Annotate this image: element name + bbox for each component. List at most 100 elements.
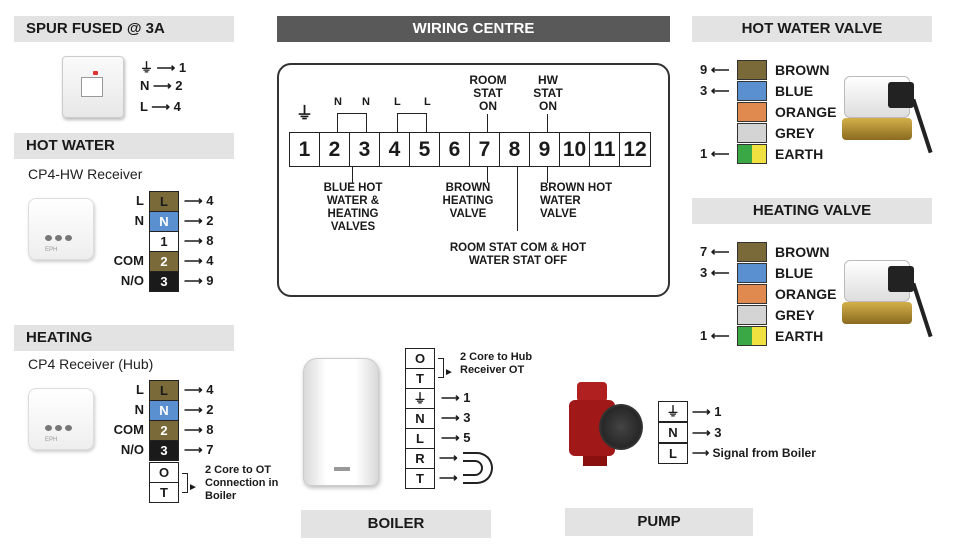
- boiler-box-r: R: [405, 448, 435, 469]
- hwv-swatch-earth: [737, 144, 767, 164]
- hwv-name-earth: EARTH: [775, 146, 824, 162]
- wc-terminal-6: 6: [440, 133, 470, 166]
- hw-box-l: L: [149, 191, 179, 212]
- spur-row-n: N ⟶ 2: [140, 78, 183, 93]
- hwv-swatch-brown: [737, 60, 767, 80]
- heating-box-l: L: [149, 380, 179, 401]
- pump-box-earth: ⏚: [658, 401, 688, 422]
- hot-water-header: HOT WATER: [14, 133, 234, 159]
- hwv-name-grey: GREY: [775, 125, 815, 141]
- wc-l-bridge: [397, 113, 427, 132]
- boiler-rt-loop-inner: [463, 460, 483, 476]
- htv-target-blue: 3 ⟵: [700, 265, 730, 280]
- wc-terminal-strip: 1 2 3 4 5 6 7 8 9 10 11 12: [289, 132, 651, 167]
- heating-box-t: T: [149, 482, 179, 503]
- wc-blue-label: BLUE HOT WATER & HEATING VALVES: [323, 182, 383, 233]
- wc-room-stat-label: ROOM STAT ON: [469, 73, 507, 113]
- wc-hw-stat-line: [547, 114, 548, 132]
- heating-ot-note: 2 Core to OT Connection in Boiler: [205, 464, 279, 502]
- htv-name-brown: BROWN: [775, 244, 830, 260]
- heating-target-3: ⟶ 7: [184, 442, 214, 457]
- htv-name-earth: EARTH: [775, 328, 824, 344]
- hw-box-1: 1: [149, 231, 179, 252]
- wc-terminal-8: 8: [500, 133, 530, 166]
- heating-target-n: ⟶ 2: [184, 402, 214, 417]
- hw-box-n: N: [149, 211, 179, 232]
- heating-valve-image: [838, 252, 938, 342]
- heating-target-2: ⟶ 8: [184, 422, 214, 437]
- boiler-box-t1: T: [405, 368, 435, 389]
- heating-ot-bracket: [182, 473, 188, 493]
- pump-target-earth: ⟶ 1: [692, 404, 722, 419]
- heating-box-3: 3: [149, 440, 179, 461]
- wc-terminal-2: 2: [320, 133, 350, 166]
- boiler-box-earth: ⏚: [405, 388, 435, 409]
- heating-box-2: 2: [149, 420, 179, 441]
- hw-label-com: COM: [113, 253, 144, 268]
- heating-label-n: N: [134, 402, 144, 417]
- wc-label-l1: L: [394, 96, 401, 108]
- hw-box-3: 3: [149, 271, 179, 292]
- wiring-centre-panel: [277, 63, 670, 297]
- boiler-ot-bracket: [438, 358, 444, 378]
- htv-target-brown: 7 ⟵: [700, 244, 730, 259]
- htv-target-earth: 1 ⟵: [700, 328, 730, 343]
- wc-label-n2: N: [362, 96, 370, 108]
- boiler-ot-arrow: ►: [444, 367, 454, 378]
- pump-target-n: ⟶ 3: [692, 425, 722, 440]
- wiring-centre-header: WIRING CENTRE: [277, 16, 670, 42]
- htv-swatch-grey: [737, 305, 767, 325]
- hw-valve-image: [838, 68, 938, 158]
- wc-terminal-7: 7: [470, 133, 500, 166]
- wc-terminal-1: 1: [290, 133, 320, 166]
- spur-header: SPUR FUSED @ 3A: [14, 16, 234, 42]
- hwv-swatch-orange: [737, 102, 767, 122]
- wc-terminal-4: 4: [380, 133, 410, 166]
- boiler-rt-arrow-2: ⟶: [439, 470, 458, 485]
- heating-box-o: O: [149, 462, 179, 483]
- hw-target-n: ⟶ 2: [184, 213, 214, 228]
- htv-swatch-blue: [737, 263, 767, 283]
- htv-swatch-earth: [737, 326, 767, 346]
- hwv-name-brown: BROWN: [775, 62, 830, 78]
- boiler-target-n: ⟶ 3: [441, 410, 471, 425]
- pump-box-n: N: [658, 422, 688, 443]
- hwv-name-orange: ORANGE: [775, 104, 837, 120]
- hwv-swatch-blue: [737, 81, 767, 101]
- wc-room-stat-com-line: [517, 167, 518, 231]
- hot-water-subtitle: CP4-HW Receiver: [28, 166, 143, 182]
- htv-swatch-brown: [737, 242, 767, 262]
- wc-terminal-10: 10: [560, 133, 590, 166]
- hw-target-l: ⟶ 4: [184, 193, 214, 208]
- wc-terminal-3: 3: [350, 133, 380, 166]
- heating-target-l: ⟶ 4: [184, 382, 214, 397]
- hw-box-2: 2: [149, 251, 179, 272]
- wc-brown-hw-label: BROWN HOT WATER VALVE: [540, 182, 613, 220]
- boiler-box-t2: T: [405, 468, 435, 489]
- heating-ot-arrow: ►: [188, 482, 198, 493]
- hw-receiver-image: EPH: [28, 198, 94, 260]
- wc-terminal-11: 11: [590, 133, 620, 166]
- wc-label-n1: N: [334, 96, 342, 108]
- pump-image: [565, 376, 649, 468]
- pump-header: PUMP: [565, 508, 753, 536]
- heating-label-l: L: [136, 382, 144, 397]
- htv-name-blue: BLUE: [775, 265, 814, 281]
- boiler-box-o: O: [405, 348, 435, 369]
- wc-hw-stat-label: HW STAT ON: [533, 73, 563, 113]
- spur-switch-image: [62, 56, 124, 118]
- wc-room-stat-com-label: ROOM STAT COM & HOT WATER STAT OFF: [449, 242, 587, 267]
- hw-target-2: ⟶ 4: [184, 253, 214, 268]
- wc-earth-icon: ⏚: [296, 104, 313, 123]
- boiler-rt-loop: [463, 452, 493, 484]
- htv-name-orange: ORANGE: [775, 286, 837, 302]
- hwv-target-earth: 1 ⟵: [700, 146, 730, 161]
- htv-name-grey: GREY: [775, 307, 815, 323]
- hw-receiver-logo: EPH: [45, 247, 58, 253]
- wc-terminal-12: 12: [623, 138, 647, 161]
- wc-room-stat-line: [487, 114, 488, 132]
- heating-receiver-logo: EPH: [45, 437, 58, 443]
- heating-valve-header: HEATING VALVE: [692, 198, 932, 224]
- heating-box-n: N: [149, 400, 179, 421]
- heating-label-no: N/O: [120, 442, 144, 457]
